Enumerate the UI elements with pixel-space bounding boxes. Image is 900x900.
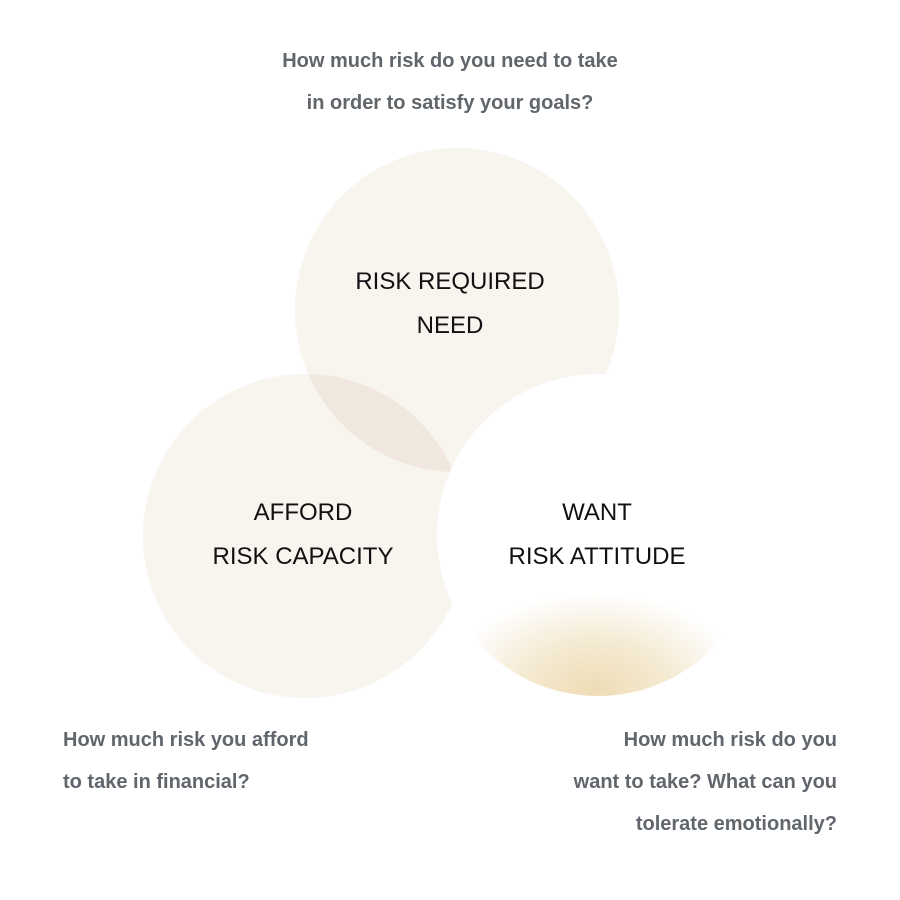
capacity-label-line: RISK CAPACITY — [212, 543, 394, 570]
capacity-question-line: How much risk you afford — [63, 729, 309, 751]
attitude-label: WANT RISK ATTITUDE — [447, 491, 747, 579]
attitude-question-line: How much risk do you — [623, 729, 837, 751]
attitude-question: How much risk do you want to take? What … — [574, 719, 837, 845]
circle-attitude — [437, 374, 759, 696]
attitude-question-line: want to take? What can you — [573, 771, 837, 793]
attitude-label-line: RISK ATTITUDE — [508, 543, 686, 570]
attitude-label-line: WANT — [562, 499, 632, 526]
need-question: How much risk do you need to take in ord… — [0, 40, 900, 124]
capacity-question: How much risk you afford to take in fina… — [63, 719, 309, 803]
overlap-need-capacity — [295, 374, 467, 472]
need-question-line: in order to satisfy your goals? — [306, 92, 594, 114]
attitude-question-line: tolerate emotionally? — [635, 813, 837, 835]
capacity-label-line: AFFORD — [253, 499, 353, 526]
need-label-line: RISK REQUIRED — [355, 268, 545, 295]
need-question-line: How much risk do you need to take — [282, 50, 618, 72]
capacity-label: AFFORD RISK CAPACITY — [153, 491, 453, 579]
need-label: RISK REQUIRED NEED — [300, 260, 600, 348]
need-label-line: NEED — [416, 312, 484, 339]
capacity-question-line: to take in financial? — [63, 771, 250, 793]
